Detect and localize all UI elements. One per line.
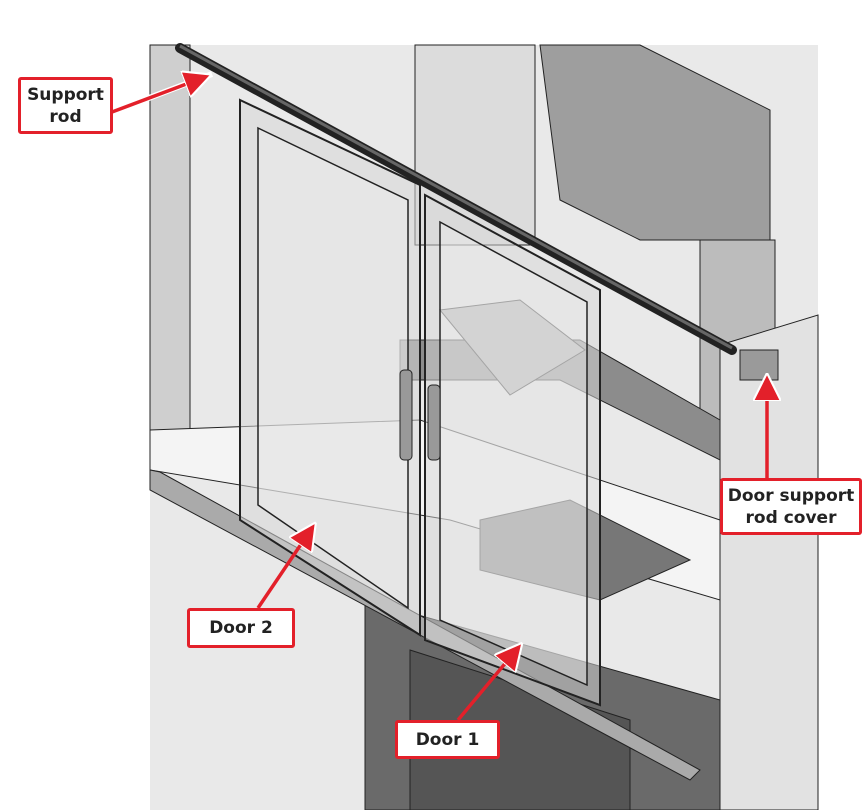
rod-cover	[739, 349, 779, 381]
left-wall	[149, 44, 191, 436]
door-handle[interactable]	[399, 369, 413, 461]
callout-door-1: Door 1	[395, 720, 500, 759]
door-1[interactable]	[424, 193, 601, 707]
callout-door-support-rod-cover: Door support rod cover	[720, 478, 862, 535]
door-1-glass	[439, 220, 588, 687]
support-rod-highlight	[179, 44, 733, 350]
door-2[interactable]	[239, 98, 421, 637]
callout-door-2: Door 2	[187, 608, 295, 648]
right-side-panel	[719, 314, 819, 810]
door-2-glass	[257, 126, 409, 610]
arrow-door-2	[256, 528, 312, 609]
door-handle[interactable]	[427, 384, 441, 461]
support-rod	[175, 43, 737, 355]
callout-support-rod: Support rod	[18, 77, 113, 134]
arrow-door-1	[456, 648, 518, 722]
arrow-support-rod	[111, 77, 205, 114]
